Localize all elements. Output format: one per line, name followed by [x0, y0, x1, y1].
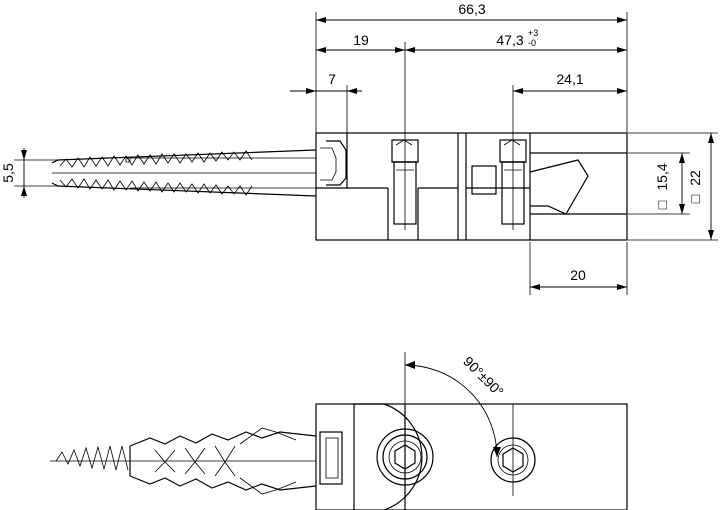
- dim-total-length: 66,3: [458, 1, 485, 17]
- square-symbol-icon: □: [687, 194, 703, 203]
- screw-side-view: [51, 149, 317, 197]
- dim-inner-square-group: □ 15,4: [654, 163, 670, 209]
- dim-adjust-range: 47,3: [496, 32, 523, 48]
- dim-right-offset: 24,1: [556, 71, 583, 87]
- dim-adjust-tol-lower: -0: [528, 38, 536, 48]
- dim-outer-square-group: □ 22: [687, 170, 703, 203]
- dim-small-offset: 7: [328, 71, 336, 87]
- dim-outer-square: 22: [687, 170, 703, 186]
- dim-thread-diameter: 5,5: [0, 163, 16, 183]
- dim-inner-square: 15,4: [654, 163, 670, 190]
- dim-rotation-angle: 90°±90°: [460, 353, 507, 400]
- dim-bottom-width: 20: [570, 267, 586, 283]
- bracket-side-view: [315, 132, 628, 241]
- wall-plug-front-view: [50, 427, 317, 495]
- dim-adjust-tol-upper: +3: [528, 28, 538, 38]
- bracket-front-view: [315, 352, 628, 510]
- dim-left-offset: 19: [353, 32, 369, 48]
- rotation-arc: [404, 361, 501, 458]
- square-symbol-icon: □: [654, 200, 670, 209]
- dimension-lines-top: [14, 12, 718, 295]
